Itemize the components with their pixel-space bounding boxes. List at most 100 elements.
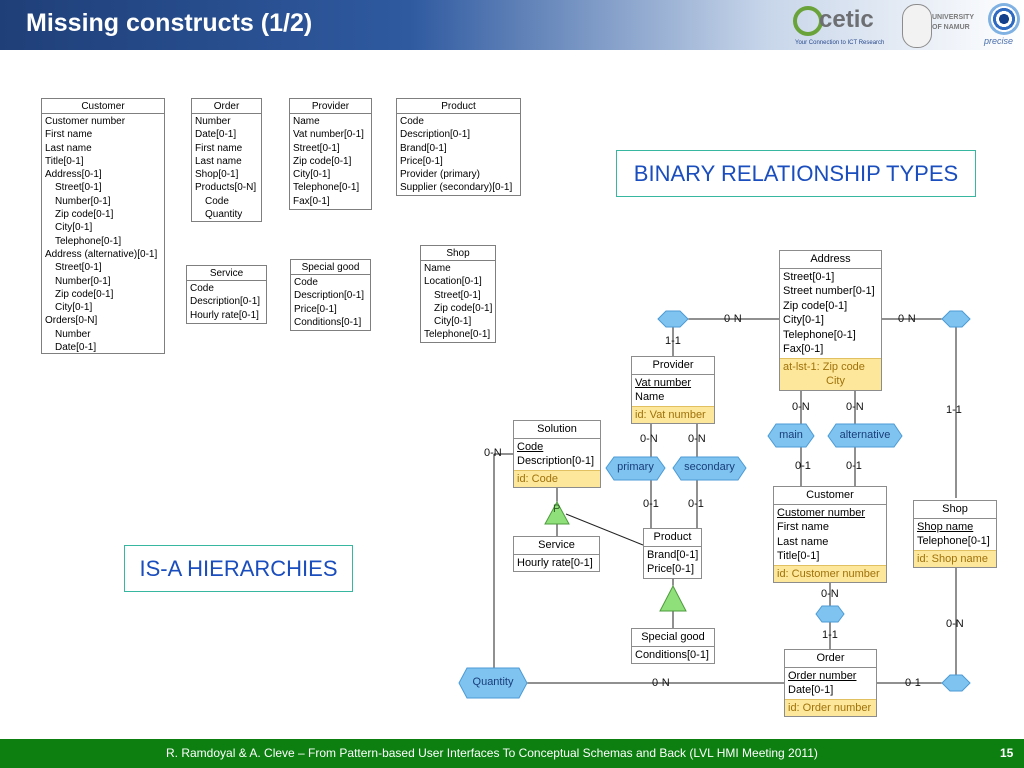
entity-attributes: Street[0-1] Street number[0-1] Zip code[…	[780, 269, 881, 358]
entity-identifier: id: Customer number	[774, 564, 886, 582]
address-shop-rel-hex	[941, 310, 971, 328]
entity-special-good: Special good Conditions[0-1]	[631, 628, 715, 664]
entity-order: Order Order number Date[0-1] id: Order n…	[784, 649, 877, 717]
precise-logo: precise	[984, 2, 1024, 48]
ui-table-row: Telephone[0-1]	[293, 182, 360, 194]
entity-attributes: Code Description[0-1]	[514, 439, 600, 470]
ui-table-row: Description[0-1]	[294, 290, 365, 302]
precise-logo-word: precise	[984, 36, 1014, 46]
namur-logo-line1: UNIVERSITY	[932, 14, 975, 21]
entity-attribute: Brand[0-1]	[647, 548, 699, 561]
provider-address-rel-hex	[657, 310, 689, 328]
ui-table-row: Products[0-N]	[195, 182, 257, 194]
entity-attribute: Hourly rate[0-1]	[517, 556, 593, 569]
ui-table-row: Brand[0-1]	[400, 142, 447, 154]
entity-title: Service	[514, 537, 599, 555]
ui-table-row: Address[0-1]	[45, 169, 102, 181]
entity-attribute: Street number[0-1]	[783, 285, 875, 297]
entity-solution: Solution Code Description[0-1] id: Code	[513, 420, 601, 488]
ui-table-row: Location[0-1]	[424, 276, 482, 288]
card-label: 0-N	[640, 433, 658, 445]
ui-table-row: Customer number	[45, 116, 126, 127]
alternative-rel-label: alternative	[839, 429, 891, 441]
isa-partition-marker: P	[553, 503, 561, 515]
entity-identifier-line: at-lst-1: Zip code	[783, 360, 865, 373]
ui-table-row: City[0-1]	[55, 222, 93, 234]
ui-table-row: First name	[195, 142, 243, 154]
isa-triangle-product	[659, 584, 687, 612]
secondary-rel-hex	[672, 456, 747, 481]
slide-title: Missing constructs (1/2)	[26, 9, 313, 37]
ui-table-title: Shop	[421, 246, 495, 261]
entity-attribute: Shop name	[917, 520, 974, 533]
ui-table-row: Telephone[0-1]	[424, 329, 491, 341]
entity-attribute: Fax[0-1]	[783, 343, 824, 355]
entity-title: Special good	[632, 629, 714, 647]
namur-logo: UNIVERSITY OF NAMUR	[902, 2, 980, 48]
ui-table-row: Code	[190, 283, 214, 294]
entity-attribute: Vat number	[635, 376, 692, 389]
main-rel-hex	[767, 423, 815, 448]
card-label: 0-N	[724, 313, 742, 325]
ui-table-row: Street[0-1]	[55, 182, 102, 194]
ui-table-order: Order Number Date[0-1] First name Last n…	[191, 98, 262, 222]
namur-logo-line2: OF NAMUR	[932, 24, 970, 31]
entity-attribute: First name	[777, 521, 829, 533]
ui-table-row: Number[0-1]	[55, 275, 111, 287]
ui-table-row: Price[0-1]	[294, 303, 337, 315]
ui-table-row: Zip code[0-1]	[55, 288, 114, 300]
card-label: 0-N	[484, 447, 502, 459]
card-label: 0-N	[688, 433, 706, 445]
card-label: 1-1	[822, 629, 838, 641]
ui-table-customer: Customer Customer number First name Last…	[41, 98, 165, 354]
ui-table-row: Name	[293, 116, 320, 127]
ui-table-body: Customer number First name Last name Tit…	[42, 114, 164, 355]
entity-identifier: at-lst-1: Zip code City	[780, 357, 881, 390]
binary-relationship-callout: BINARY RELATIONSHIP TYPES	[616, 150, 976, 197]
entity-customer: Customer Customer number First name Last…	[773, 486, 887, 583]
ui-table-row: Orders[0-N]	[45, 315, 98, 327]
entity-provider: Provider Vat number Name id: Vat number	[631, 356, 715, 424]
entity-attributes: Customer number First name Last name Tit…	[774, 505, 886, 565]
entity-title: Product	[644, 529, 701, 547]
card-label: 1-1	[946, 404, 962, 416]
ui-table-row: Zip code[0-1]	[55, 209, 114, 221]
ui-table-row: Quantity	[205, 209, 243, 221]
primary-rel-hex	[605, 456, 666, 481]
entity-title: Provider	[632, 357, 714, 375]
entity-attribute: Name	[635, 391, 665, 403]
ui-table-body: Code Description[0-1] Hourly rate[0-1]	[187, 281, 266, 323]
card-label: 0-1	[795, 460, 811, 472]
entity-attribute: Date[0-1]	[788, 684, 834, 696]
entity-attribute: Customer number	[777, 506, 866, 519]
ui-table-row: Address (alternative)[0-1]	[45, 248, 158, 260]
card-label: 0-N	[946, 618, 964, 630]
isa-partition-triangle	[544, 500, 570, 525]
ui-table-row: City[0-1]	[293, 169, 331, 181]
card-label: 0-N	[652, 677, 670, 689]
ui-table-row: Conditions[0-1]	[294, 316, 362, 328]
ui-table-row: Number	[195, 116, 231, 127]
card-label: 0-1	[905, 677, 921, 689]
entity-attribute: Conditions[0-1]	[635, 648, 709, 661]
ui-table-row: Fax[0-1]	[293, 195, 330, 207]
ui-table-row: Description[0-1]	[400, 129, 471, 141]
slide-footer: R. Ramdoyal & A. Cleve – From Pattern-ba…	[0, 739, 1024, 768]
ui-table-row: Supplier (secondary)[0-1]	[400, 182, 513, 194]
entity-attribute: Order number	[788, 669, 857, 682]
ui-table-row: Last name	[195, 155, 242, 167]
ui-table-row: Number[0-1]	[55, 195, 111, 207]
ui-table-row: Name	[424, 263, 451, 274]
entity-title: Order	[785, 650, 876, 668]
ui-table-row: Zip code[0-1]	[434, 302, 493, 314]
ui-table-row: Price[0-1]	[400, 155, 443, 167]
entity-attributes: Brand[0-1] Price[0-1]	[644, 547, 701, 578]
cetic-logo: cetic Your Connection to ICT Research	[793, 4, 897, 48]
ui-table-row: First name	[45, 129, 93, 141]
secondary-rel-label: secondary	[684, 461, 735, 473]
ui-table-shop: Shop Name Location[0-1] Street[0-1] Zip …	[420, 245, 496, 343]
ui-table-title: Special good	[291, 260, 370, 275]
ui-table-row: Hourly rate[0-1]	[190, 309, 259, 321]
ui-table-row: Shop[0-1]	[195, 169, 239, 181]
